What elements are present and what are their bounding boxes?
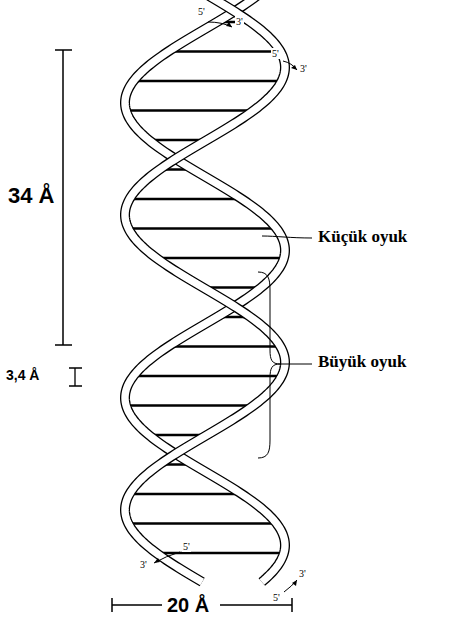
dimension-label: 3,4 Å [6, 368, 39, 383]
direction-arrow [283, 61, 297, 70]
major-groove-brace [258, 272, 312, 458]
arrow-head [291, 65, 297, 70]
strand-end: 3' [298, 568, 307, 579]
step-bracket [69, 368, 82, 386]
base-pair [130, 493, 242, 496]
dimension-label: 34 Å [8, 184, 54, 208]
arrow-head [226, 22, 232, 27]
base-pair [168, 345, 280, 348]
dimension-label: 20 Å [167, 594, 209, 616]
strand-fill [125, 0, 285, 582]
groove-label: Büyük oyuk [316, 353, 408, 372]
strand-fill [125, 0, 285, 582]
base-pair [128, 522, 276, 525]
dimension-marks [55, 50, 312, 612]
base-pair [156, 257, 284, 260]
strand [125, 0, 285, 582]
strand-end: 5' [271, 48, 280, 59]
strand-outline [125, 0, 285, 582]
strand-end: 3' [139, 559, 148, 570]
base-pair [128, 227, 276, 230]
base-pair [168, 50, 280, 53]
groove-label: Küçük oyuk [316, 228, 409, 247]
strand-end: 5' [197, 6, 206, 17]
base-pair [130, 198, 242, 201]
strand-end: 5' [272, 592, 281, 603]
arrow-head [292, 580, 297, 586]
direction-arrow [284, 580, 297, 592]
base-pair [126, 404, 254, 407]
strand-end: 3' [299, 63, 308, 74]
minor-groove-leader [262, 236, 312, 238]
sugar-phosphate-strands [125, 0, 285, 582]
turn-bracket [55, 50, 72, 345]
base-pair [126, 109, 254, 112]
base-pair [133, 80, 281, 83]
arrow-head [154, 558, 160, 563]
strand-outline [125, 0, 285, 582]
direction-arrows [154, 22, 297, 592]
strand-end: 5' [182, 541, 191, 552]
base-pair [133, 375, 281, 378]
direction-arrow [208, 22, 232, 27]
strand-end: 3' [235, 16, 244, 27]
direction-arrow [154, 552, 180, 563]
strand [125, 0, 285, 582]
